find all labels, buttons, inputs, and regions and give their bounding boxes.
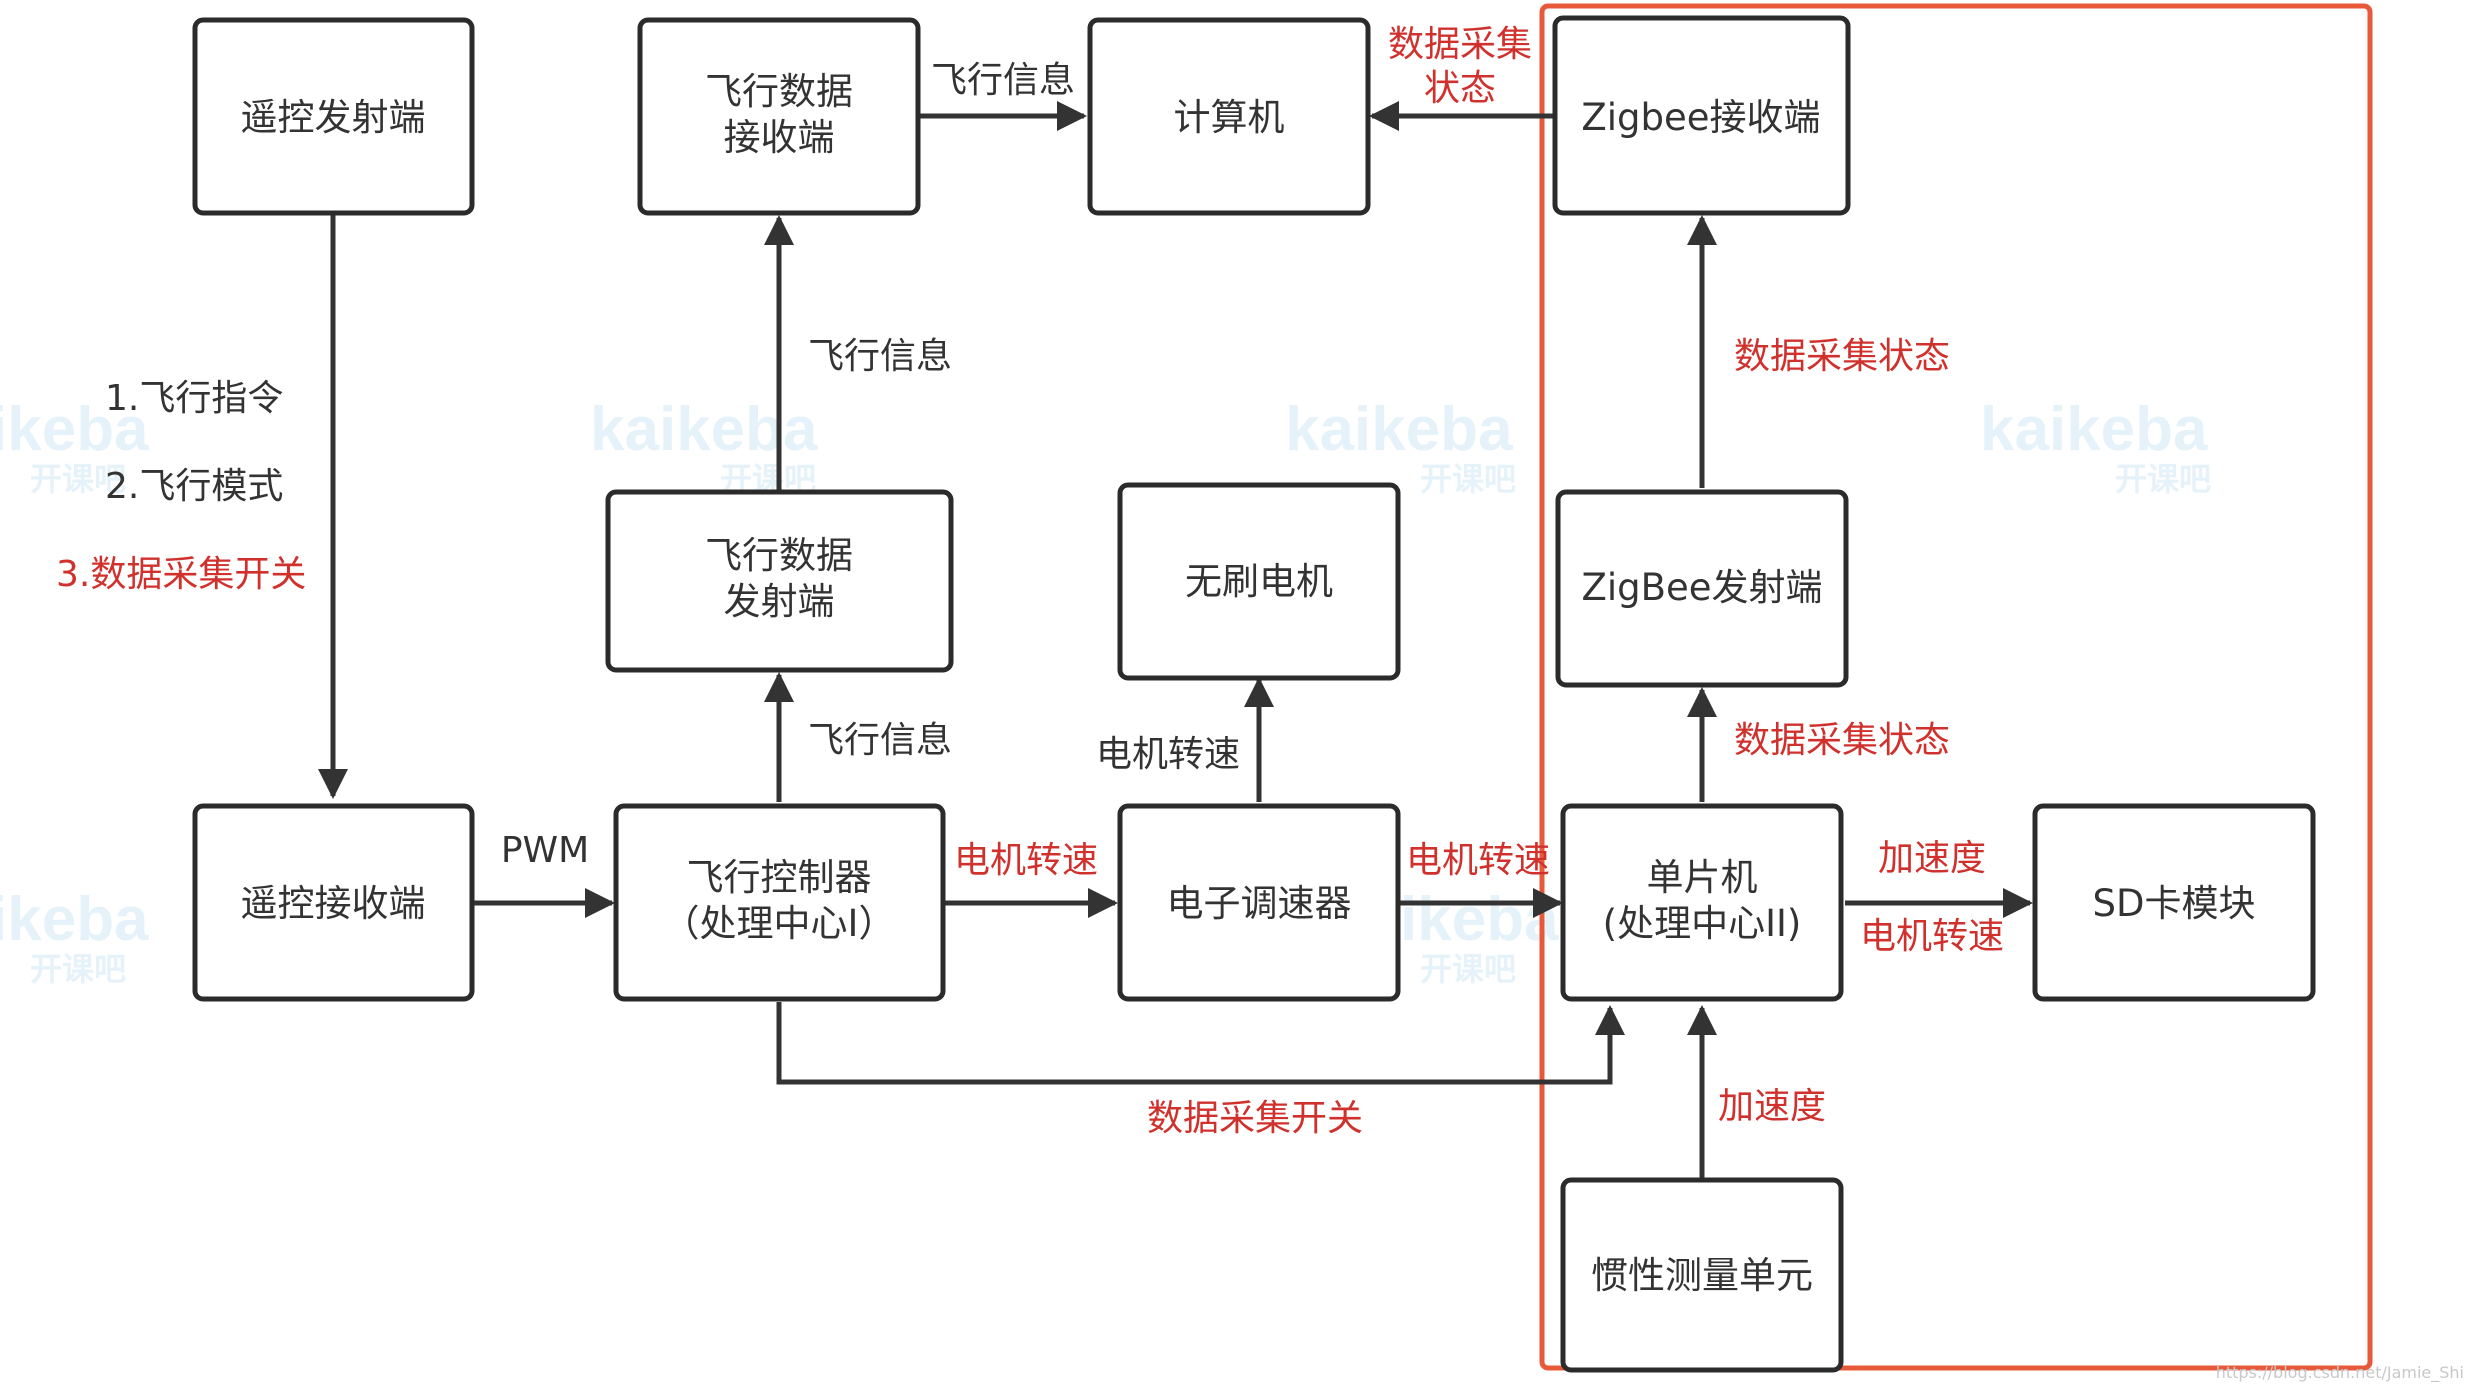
node-label: 单片机 xyxy=(1647,856,1758,899)
edge-fc-to-mcu-switch xyxy=(776,1002,1625,1085)
edge-label: 电机转速 xyxy=(1406,840,1550,881)
node-flight-controller xyxy=(613,803,946,1002)
svg-text:ikeba: ikeba xyxy=(0,885,149,954)
edge-label: 飞行信息 xyxy=(808,720,952,761)
subsystem-highlight-frame xyxy=(1539,3,2373,1371)
node-label: 无刷电机 xyxy=(1185,560,1333,603)
edge-label: 数据采集状态 xyxy=(1734,336,1950,377)
edge-label: 数据采集开关 xyxy=(1147,1098,1363,1139)
svg-text:kaikeba: kaikeba xyxy=(1980,395,2208,464)
edge-label: 加速度 xyxy=(1718,1086,1826,1127)
edge-label: 电机转速 xyxy=(1096,734,1240,775)
node-computer xyxy=(1087,17,1371,216)
watermark-logo: kaikeba 开课吧 xyxy=(1285,395,1516,497)
svg-text:开课吧: 开课吧 xyxy=(1420,951,1516,987)
node-label: 飞行数据 xyxy=(705,70,853,113)
node-brushless-motor xyxy=(1117,482,1401,681)
edge-label-zigbee-to-computer: 数据采集状态 xyxy=(1388,24,1532,109)
node-label: (处理中心II) xyxy=(1603,902,1802,945)
node-label: 惯性测量单元 xyxy=(1591,1254,1813,1297)
edge-label: 1.飞行指令 xyxy=(105,378,283,419)
node-sd-module xyxy=(2032,803,2316,1002)
node-esc xyxy=(1117,803,1401,1002)
svg-text:ikeba: ikeba xyxy=(1400,885,1559,954)
node-label: 遥控接收端 xyxy=(241,882,426,925)
node-label: ZigBee发射端 xyxy=(1581,566,1822,609)
node-mcu xyxy=(1560,803,1844,1002)
svg-text:开课吧: 开课吧 xyxy=(2115,461,2211,497)
node-zigbee-rx xyxy=(1552,15,1851,216)
node-imu xyxy=(1560,1177,1844,1373)
svg-text:kaikeba: kaikeba xyxy=(1285,395,1513,464)
edge-label: 数据采集状态 xyxy=(1734,720,1950,761)
node-label: 飞行控制器 xyxy=(687,856,872,899)
svg-text:ikeba: ikeba xyxy=(0,395,149,464)
svg-text:开课吧: 开课吧 xyxy=(1420,461,1516,497)
node-label: 计算机 xyxy=(1174,96,1285,139)
watermark-logo: kaikeba 开课吧 xyxy=(1980,395,2211,497)
watermark-logo: ikeba 开课吧 xyxy=(1400,885,1559,987)
footer-url: https://blog.csdn.net/Jamie_Shi xyxy=(2216,1363,2464,1383)
node-label: 遥控发射端 xyxy=(241,96,426,139)
svg-text:开课吧: 开课吧 xyxy=(30,461,126,497)
edge-label-line: 数据采集 xyxy=(1388,24,1532,65)
edge-label: 加速度 xyxy=(1878,838,1986,879)
edge-label: 3.数据采集开关 xyxy=(56,554,306,595)
watermark-logo: kaikeba 开课吧 xyxy=(590,395,818,497)
node-remote-rx xyxy=(192,803,475,1002)
edge-label: 电机转速 xyxy=(954,840,1098,881)
edge-label: 飞行信息 xyxy=(808,336,952,377)
connectors xyxy=(318,101,2033,1178)
node-label: 接收端 xyxy=(724,116,835,159)
edge-label: 2.飞行模式 xyxy=(105,466,283,507)
watermark-layer: ikeba 开课吧 kaikeba 开课吧 kaikeba 开课吧 kaikeb… xyxy=(0,395,2211,987)
node-zigbee-tx xyxy=(1555,489,1849,688)
node-boxes xyxy=(192,15,2316,1373)
node-flight-data-tx xyxy=(605,489,954,673)
node-labels: 遥控发射端 飞行数据 接收端 计算机 Zigbee接收端 飞行数据 发射端 无刷… xyxy=(241,70,2256,1297)
node-label: 发射端 xyxy=(724,580,835,623)
watermark-logo: ikeba 开课吧 xyxy=(0,395,149,497)
node-label: 飞行数据 xyxy=(705,534,853,577)
node-flight-data-rx xyxy=(637,17,921,216)
node-label: Zigbee接收端 xyxy=(1581,96,1820,139)
edge-label-line: 状态 xyxy=(1424,68,1496,109)
edge-label: 飞行信息 xyxy=(931,60,1075,101)
node-remote-tx xyxy=(192,17,475,216)
edge-label: PWM xyxy=(501,830,589,871)
node-label: SD卡模块 xyxy=(2093,882,2256,925)
watermark-logo: ikeba 开课吧 xyxy=(0,885,149,987)
node-label: 电子调速器 xyxy=(1167,882,1352,925)
edge-labels: 飞行信息 数据采集状态 1.飞行指令 2.飞行模式 3.数据采集开关 飞行信息 … xyxy=(56,24,2004,1139)
svg-text:开课吧: 开课吧 xyxy=(30,951,126,987)
svg-text:kaikeba: kaikeba xyxy=(590,395,818,464)
node-label: （处理中心I） xyxy=(663,902,896,945)
edge-label: 电机转速 xyxy=(1860,916,2004,957)
